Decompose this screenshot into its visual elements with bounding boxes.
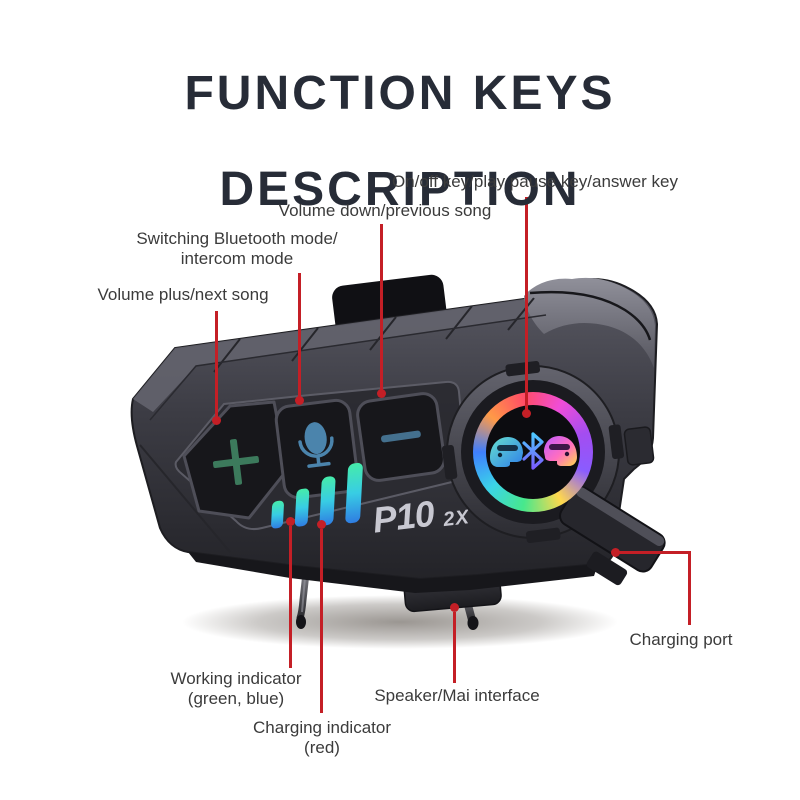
annotation-dot-volume-plus — [212, 416, 221, 425]
annotation-line-on-off — [525, 197, 528, 413]
label-charging-port: Charging port — [629, 630, 733, 649]
annotation-line-speaker — [453, 612, 456, 683]
volume-plus-key — [182, 400, 289, 520]
label-charging-indicator: Charging indicator (red) — [253, 718, 391, 758]
fin-seam — [529, 290, 652, 341]
annotation-dot-charging-indicator — [317, 520, 326, 529]
annotation-line-volume-down — [380, 224, 383, 390]
annotation-line-switching — [298, 273, 301, 397]
annotation-line-working — [289, 526, 292, 668]
minus-icon — [381, 430, 421, 443]
bottom-edge — [188, 552, 598, 593]
charging-port-flap — [559, 486, 666, 586]
annotation-dot-speaker — [450, 603, 459, 612]
title-line1: FUNCTION KEYS — [184, 67, 616, 121]
label-working-indicator: Working indicator (green, blue) — [170, 669, 302, 709]
label-volume-down: Volume down/previous song — [278, 201, 492, 220]
annotation-dot-on-off — [522, 409, 531, 418]
helmet-right-icon — [544, 436, 577, 466]
label-speaker: Speaker/Mai interface — [374, 686, 540, 705]
annotation-dot-volume-down — [377, 389, 386, 398]
annotation-dot-working — [286, 517, 295, 526]
label-volume-plus: Volume plus/next song — [97, 285, 269, 304]
logo-main: P10 — [370, 492, 437, 540]
annotation-vline-charging-port — [688, 551, 691, 625]
bluetooth-mode-key — [274, 398, 360, 500]
led-indicator-bars — [271, 462, 363, 529]
helmet-left-icon — [490, 437, 523, 467]
page-title: FUNCTION KEYS DESCRIPTION — [0, 70, 800, 214]
annotation-hline-charging-port — [618, 551, 691, 554]
bluetooth-icon — [522, 432, 544, 470]
label-on-off: On/off key/play pause key/answer key — [391, 172, 678, 191]
panel-seams — [139, 297, 547, 553]
volume-minus-key — [356, 392, 446, 482]
annotation-line-volume-plus — [215, 311, 218, 417]
label-switching: Switching Bluetooth mode/ intercom mode — [136, 229, 338, 269]
annotation-dot-charging-port — [611, 548, 620, 557]
annotation-dot-switching — [295, 396, 304, 405]
title-line2: DESCRIPTION — [219, 163, 581, 217]
annotation-line-charging-indicator — [320, 529, 323, 713]
fin-highlight — [524, 277, 655, 368]
microphone-icon — [298, 422, 334, 468]
logo-sub: 2X — [441, 506, 472, 531]
plus-icon — [212, 438, 260, 486]
side-notch — [623, 426, 655, 466]
